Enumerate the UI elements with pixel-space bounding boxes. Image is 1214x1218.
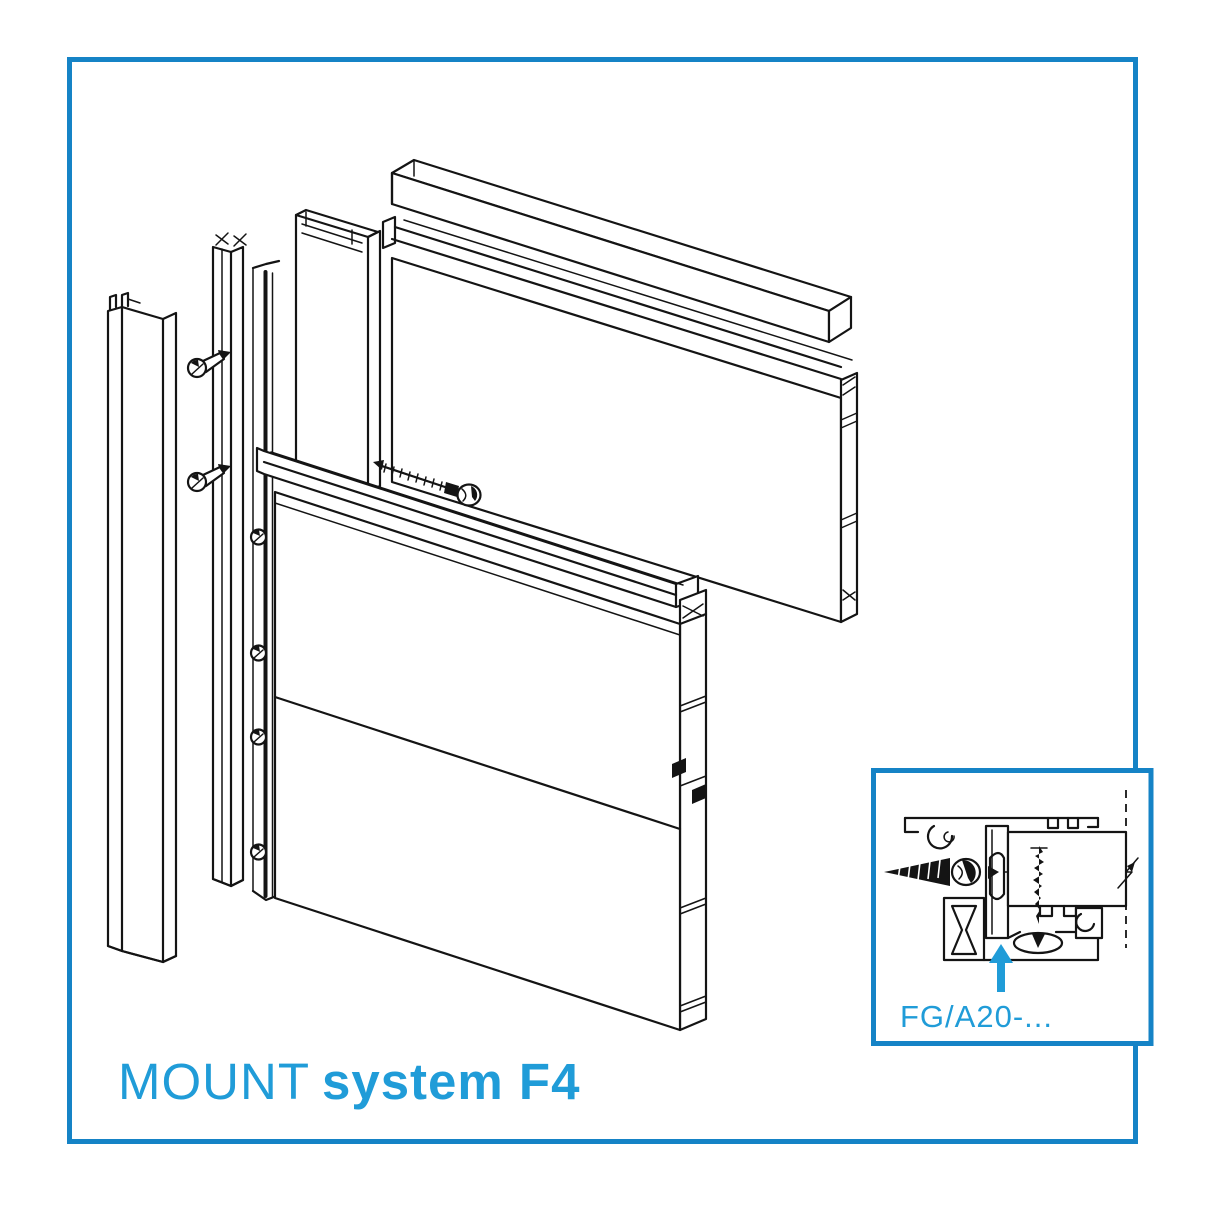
screw-head (249, 528, 268, 546)
top-rail-bar (390, 158, 853, 344)
title-brand: MOUNT (118, 1053, 310, 1110)
title-product: system F4 (321, 1053, 581, 1110)
screw-head (249, 728, 268, 746)
channel-profile (294, 208, 382, 494)
screw-head (249, 644, 268, 662)
detail-inset-label: FG/A20-... (900, 999, 1053, 1034)
screw-head (249, 843, 268, 861)
hat-rail-profile (249, 259, 281, 902)
cover-profile (106, 291, 178, 964)
upper-facade-panel (381, 215, 859, 624)
up-arrow-icon (989, 944, 1013, 992)
fixing-screw (186, 464, 231, 493)
exploded-drawing (106, 158, 859, 1032)
lower-facade-panel (273, 490, 708, 1032)
mullion-profile (211, 232, 247, 888)
outer-frame (67, 57, 1138, 1144)
fixing-screw (186, 350, 231, 379)
detail-inset (871, 768, 1154, 1046)
panel-fixing-screw (373, 460, 482, 507)
cross-section-detail (884, 790, 1139, 962)
